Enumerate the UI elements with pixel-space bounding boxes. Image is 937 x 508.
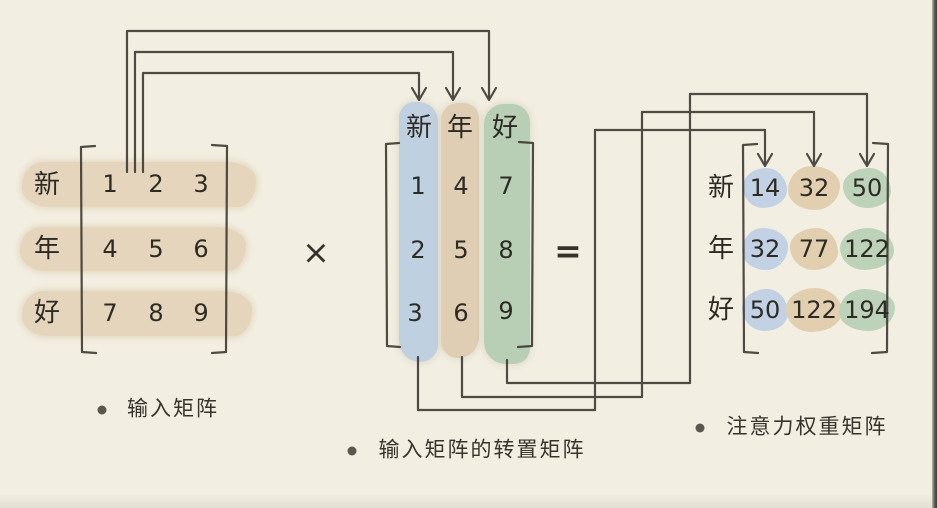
transpose-matrix-bracket <box>384 140 535 349</box>
input-matrix-caption: 输入矩阵 <box>127 396 219 421</box>
transpose-cell-2-1: 6 <box>453 299 469 327</box>
transpose-column-label-0: 新 <box>405 113 433 143</box>
input-cell-0-1: 2 <box>148 170 164 198</box>
attention-cell-highlight-0-2 <box>843 168 891 208</box>
input-cell-1-1: 5 <box>148 235 164 263</box>
transpose-to-attention-arrows <box>416 92 876 412</box>
transpose-cell-0-1: 4 <box>453 172 469 200</box>
transpose-column-label-1: 年 <box>446 113 474 143</box>
attention-cell-highlight-1-0 <box>742 228 788 270</box>
attention-cell-highlight-1-1 <box>790 228 838 270</box>
input-cell-1-2: 6 <box>193 235 209 263</box>
transpose-column-label-2: 好 <box>491 113 519 143</box>
bullet-icon <box>97 405 107 415</box>
attention-cell-1-0: 32 <box>749 235 781 263</box>
bullet-icon <box>695 423 705 433</box>
transpose-matrix-caption: 输入矩阵的转置矩阵 <box>378 437 586 462</box>
transpose-cell-0-0: 1 <box>410 172 426 200</box>
input-cell-2-1: 8 <box>148 299 164 327</box>
attention-cell-1-1: 77 <box>798 235 830 263</box>
input-cell-0-2: 3 <box>193 170 209 198</box>
transpose-column-highlight-2 <box>484 104 530 364</box>
input-cell-2-2: 9 <box>193 299 209 327</box>
input-row-to-transpose-arrows <box>125 29 498 174</box>
attention-matrix-bracket <box>741 141 890 355</box>
attention-matrix-caption: 注意力权重矩阵 <box>726 414 888 439</box>
transpose-cell-0-2: 7 <box>498 172 514 200</box>
screen-right-edge <box>932 0 937 508</box>
input-matrix-bracket <box>79 143 229 355</box>
multiply-operator: × <box>302 232 330 272</box>
attention-cell-0-0: 14 <box>749 174 781 202</box>
equals-operator: = <box>554 231 582 271</box>
attention-cell-highlight-2-1 <box>786 288 842 332</box>
attention-row-label-1: 年 <box>707 234 735 264</box>
input-row-label-0: 新 <box>33 170 61 200</box>
attention-row-label-2: 好 <box>707 295 735 325</box>
input-row-highlight-1 <box>20 227 246 271</box>
attention-cell-0-2: 50 <box>851 174 883 202</box>
transpose-cell-1-0: 2 <box>410 236 426 264</box>
input-cell-2-0: 7 <box>102 299 118 327</box>
input-cell-0-0: 1 <box>102 170 118 198</box>
input-cell-1-0: 4 <box>102 235 118 263</box>
input-row-label-2: 好 <box>33 298 61 328</box>
input-row-label-1: 年 <box>33 234 61 264</box>
input-row-highlight-0 <box>22 162 256 207</box>
attention-cell-2-2: 194 <box>844 296 890 324</box>
attention-cell-0-1: 32 <box>798 174 830 202</box>
input-row-highlight-2 <box>22 291 252 336</box>
attention-cell-2-0: 50 <box>749 296 781 324</box>
transpose-cell-1-2: 8 <box>498 236 514 264</box>
transpose-column-highlight-0 <box>399 102 438 362</box>
attention-cell-2-1: 122 <box>791 296 837 324</box>
attention-cell-highlight-0-0 <box>743 168 787 208</box>
attention-cell-highlight-2-0 <box>742 289 788 331</box>
bullet-icon <box>347 446 357 456</box>
attention-cell-highlight-1-2 <box>840 228 894 270</box>
transpose-cell-2-0: 3 <box>407 299 423 327</box>
transpose-column-highlight-1 <box>441 103 479 358</box>
attention-cell-1-2: 122 <box>844 235 890 263</box>
attention-cell-highlight-2-2 <box>839 289 895 331</box>
attention-row-label-0: 新 <box>707 173 735 203</box>
transpose-cell-1-1: 5 <box>453 236 469 264</box>
transpose-cell-2-2: 9 <box>498 297 514 325</box>
attention-cell-highlight-0-1 <box>788 166 840 210</box>
